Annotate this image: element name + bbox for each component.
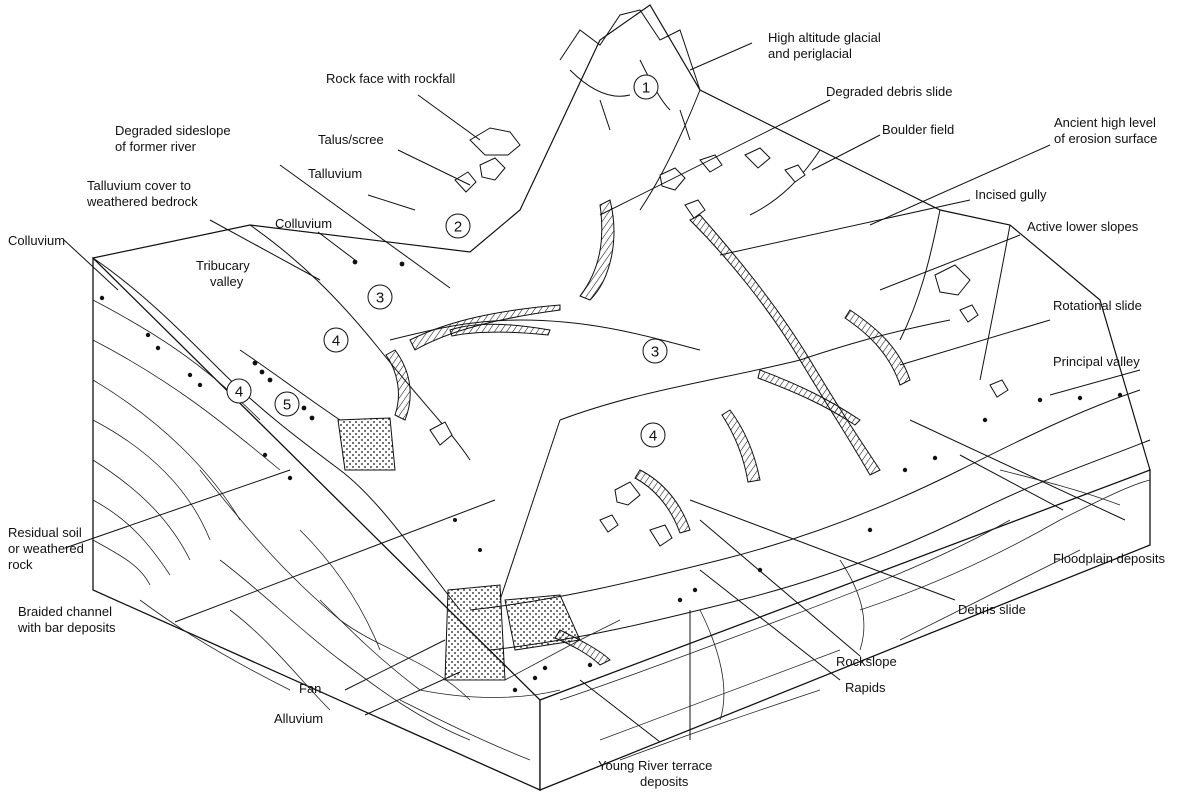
label-high-altitude-line2: and periglacial bbox=[768, 46, 852, 61]
label-tributary-valley-line2: valley bbox=[210, 274, 244, 289]
label-talluvium: Talluvium bbox=[308, 166, 362, 181]
label-braided-channel-line2: with bar deposits bbox=[17, 620, 116, 635]
label-young-terrace-line2: deposits bbox=[640, 774, 689, 789]
label-rockslope: Rockslope bbox=[836, 654, 897, 669]
label-braided-channel-line1: Braided channel bbox=[18, 604, 112, 619]
label-residual-soil-line1: Residual soil bbox=[8, 525, 82, 540]
label-tributary-valley-line1: Tribucary bbox=[196, 258, 250, 273]
zone-1-number: 1 bbox=[642, 80, 650, 97]
label-high-altitude-line1: High altitude glacial bbox=[768, 30, 881, 45]
zone-4-center-number: 4 bbox=[649, 428, 657, 445]
zone-2-number: 2 bbox=[454, 219, 462, 236]
mountain-peaks bbox=[560, 10, 700, 140]
label-rotational-slide: Rotational slide bbox=[1053, 298, 1142, 313]
label-colluvium-left: Colluvium bbox=[8, 233, 65, 248]
label-principal-valley: Principal valley bbox=[1053, 354, 1140, 369]
label-talluvium-cover-line1: Talluvium cover to bbox=[87, 178, 191, 193]
label-alluvium: Alluvium bbox=[274, 711, 323, 726]
label-talus-scree: Talus/scree bbox=[318, 132, 384, 147]
zone-4-small-number: 4 bbox=[332, 333, 340, 350]
label-degraded-sideslope-line2: of former river bbox=[115, 139, 197, 154]
zone-3-center-number: 3 bbox=[651, 344, 659, 361]
label-residual-soil-line2: or weathered bbox=[8, 541, 84, 556]
boulder-symbols bbox=[430, 128, 1008, 546]
label-degraded-sideslope-line1: Degraded sideslope bbox=[115, 123, 231, 138]
zone-3-left-number: 3 bbox=[376, 290, 384, 307]
label-debris-slide: Debris slide bbox=[958, 602, 1026, 617]
zone-5-number: 5 bbox=[283, 397, 291, 414]
label-ancient-surface-line1: Ancient high level bbox=[1054, 115, 1156, 130]
label-residual-soil-line3: rock bbox=[8, 557, 33, 572]
label-young-terrace-line1: Young River terrace bbox=[598, 758, 712, 773]
label-talluvium-cover-line2: weathered bedrock bbox=[86, 194, 198, 209]
label-colluvium-upper: Colluvium bbox=[275, 216, 332, 231]
label-floodplain-deposits: Floodplain deposits bbox=[1053, 551, 1166, 566]
label-active-lower-slopes: Active lower slopes bbox=[1027, 219, 1139, 234]
block-outline bbox=[93, 5, 1150, 790]
label-rock-face: Rock face with rockfall bbox=[326, 71, 455, 86]
label-incised-gully: Incised gully bbox=[975, 187, 1047, 202]
label-rapids: Rapids bbox=[845, 680, 886, 695]
zone-4-left-number: 4 bbox=[235, 384, 243, 401]
label-degraded-debris-slide: Degraded debris slide bbox=[826, 84, 952, 99]
label-ancient-surface-line2: of erosion surface bbox=[1054, 131, 1157, 146]
label-fan: Fan bbox=[299, 681, 321, 696]
label-boulder-field: Boulder field bbox=[882, 122, 954, 137]
